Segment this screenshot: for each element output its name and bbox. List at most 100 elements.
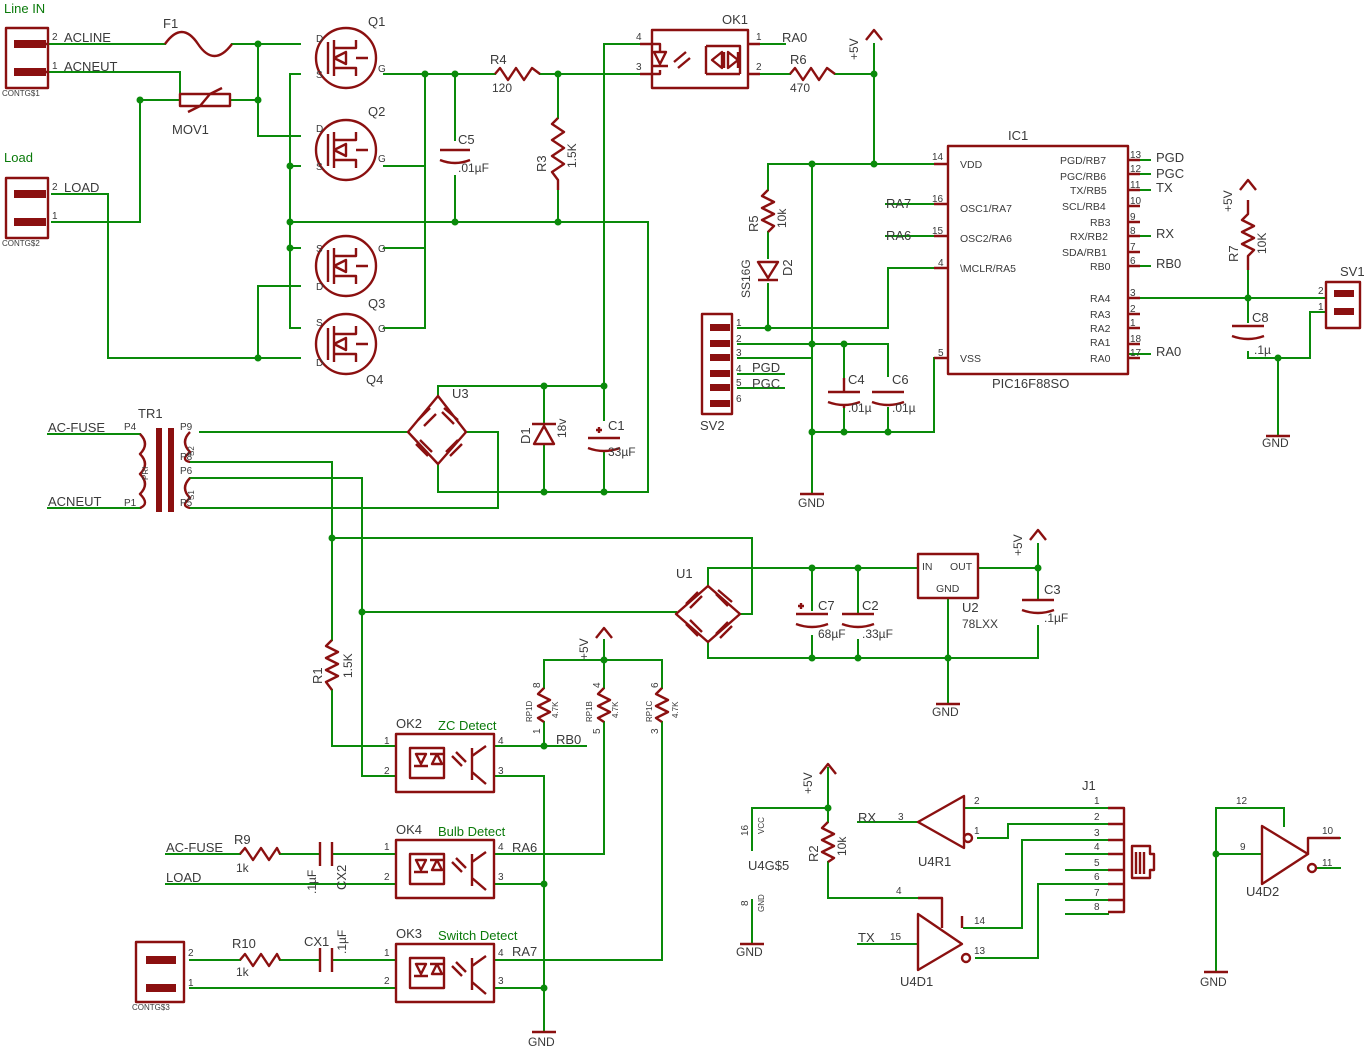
header-sv2: 1 2 3 4 5 6 SV2 (700, 312, 742, 433)
svg-text:1: 1 (384, 736, 390, 747)
diode-d2: SS16G D2 (739, 259, 795, 298)
svg-text:8: 8 (532, 682, 543, 688)
gnd-c8: GND (1262, 434, 1290, 450)
connector-j1: J1 1 2 3 4 5 6 7 8 (1082, 778, 1156, 914)
svg-text:G: G (378, 154, 386, 165)
svg-text:1: 1 (52, 211, 58, 222)
svg-text:RA1: RA1 (1090, 337, 1111, 349)
svg-text:ZC Detect: ZC Detect (438, 718, 497, 733)
svg-text:2: 2 (1318, 286, 1324, 297)
net-tx-u4: TX (858, 930, 875, 945)
net-ra0: RA0 (782, 30, 807, 45)
connector-line-in: Line IN CONTG$1 2 1 (2, 1, 58, 98)
svg-text:.1µF: .1µF (335, 930, 349, 954)
connector-cont3: CONTG$3 2 1 (132, 940, 194, 1012)
svg-text:SV1: SV1 (1340, 264, 1365, 279)
svg-text:RP1D: RP1D (525, 700, 534, 722)
optocoupler-ok2: OK2 ZC Detect 1 2 4 3 (384, 716, 504, 794)
svg-text:RP1C: RP1C (645, 700, 654, 722)
svg-text:CX1: CX1 (304, 934, 329, 949)
svg-text:4: 4 (938, 258, 944, 269)
gnd-u4d2: GND (1200, 970, 1228, 989)
svg-text:1: 1 (756, 32, 762, 43)
resistor-r3: R3 1.5K (534, 117, 579, 190)
regulator-u2: IN OUT GND U2 78LXX (916, 552, 998, 631)
svg-text:16: 16 (932, 194, 944, 205)
capacitor-cx2: .1µF CX2 (305, 842, 349, 894)
svg-text:S: S (316, 70, 323, 81)
svg-text:4: 4 (498, 948, 504, 959)
net-ra0-ic: RA0 (1156, 344, 1181, 359)
gnd-sv2: GND (798, 492, 825, 510)
svg-text:14: 14 (974, 916, 986, 927)
mosfet-q3: SDG Q3 (314, 234, 386, 311)
svg-text:6: 6 (736, 394, 742, 405)
svg-text:2: 2 (384, 976, 390, 987)
svg-text:RB3: RB3 (1090, 217, 1111, 229)
resistor-r2: R2 10k (806, 821, 849, 863)
svg-text:2: 2 (384, 766, 390, 777)
svg-text:1.5K: 1.5K (565, 143, 579, 168)
optocoupler-ok3: OK3 Switch Detect 1 2 4 3 (384, 926, 518, 1004)
svg-text:C7: C7 (818, 598, 835, 613)
svg-text:OSC1/RA7: OSC1/RA7 (960, 203, 1012, 215)
svg-text:2: 2 (1094, 812, 1100, 823)
svg-text:D1: D1 (518, 427, 533, 444)
svg-text:U1: U1 (676, 566, 693, 581)
svg-text:+5V: +5V (1221, 190, 1235, 212)
svg-text:.01µF: .01µF (458, 161, 489, 175)
svg-text:6: 6 (650, 682, 661, 688)
net-acline: ACLINE (64, 30, 111, 45)
svg-text:3: 3 (636, 62, 642, 73)
microcontroller-ic1: IC1 PIC16F88SO 14 VDD 16 OSC1/RA7 15 OSC… (932, 128, 1142, 391)
svg-text:GND: GND (798, 496, 825, 510)
svg-text:17: 17 (1130, 348, 1142, 359)
capacitor-c2: C2 .33µF (841, 598, 893, 641)
resistor-r10: R10 1k (232, 936, 282, 979)
svg-text:P9: P9 (180, 422, 193, 433)
svg-text:4: 4 (592, 682, 603, 688)
svg-text:15: 15 (890, 932, 902, 943)
svg-text:.01µ: .01µ (892, 401, 916, 415)
svg-text:3: 3 (498, 872, 504, 883)
svg-text:5: 5 (592, 728, 603, 734)
svg-text:RA4: RA4 (1090, 293, 1111, 305)
svg-text:Q4: Q4 (366, 372, 383, 387)
wires (47, 43, 1341, 1033)
svg-text:1: 1 (188, 978, 194, 989)
svg-text:D2: D2 (780, 259, 795, 276)
svg-text:2: 2 (52, 182, 58, 193)
resistor-r4: R4 120 (490, 52, 541, 95)
mosfet-q2: DSG Q2 (314, 104, 386, 182)
svg-text:Q3: Q3 (368, 296, 385, 311)
svg-text:33µF: 33µF (608, 445, 636, 459)
svg-text:C5: C5 (458, 132, 475, 147)
svg-text:F1: F1 (163, 16, 178, 31)
svg-text:1: 1 (1318, 302, 1324, 313)
svg-text:8: 8 (740, 900, 751, 906)
svg-text:S2: S2 (187, 446, 196, 456)
buffer-u4d2: 12 9 10 11 U4D2 (1236, 796, 1340, 899)
svg-text:7: 7 (1130, 242, 1136, 253)
net-pgd-sv2: PGD (752, 360, 780, 375)
svg-text:470: 470 (790, 81, 810, 95)
svg-text:TX/RB5: TX/RB5 (1070, 185, 1107, 197)
supply-5v-rs232: +5V (801, 762, 837, 794)
svg-text:R7: R7 (1226, 245, 1241, 262)
svg-text:R10: R10 (232, 936, 256, 951)
svg-text:RX/RB2: RX/RB2 (1070, 231, 1108, 243)
svg-text:MOV1: MOV1 (172, 122, 209, 137)
svg-text:U4R1: U4R1 (918, 854, 951, 869)
svg-text:10k: 10k (775, 208, 789, 228)
capacitor-c6: C6 .01µ (871, 372, 916, 415)
svg-text:5: 5 (938, 348, 944, 359)
svg-text:12: 12 (1130, 164, 1142, 175)
net-acneut-tr: ACNEUT (48, 494, 102, 509)
svg-text:Switch Detect: Switch Detect (438, 928, 518, 943)
svg-text:S: S (316, 318, 323, 329)
svg-text:1: 1 (532, 728, 543, 734)
svg-text:3: 3 (498, 976, 504, 987)
svg-text:4.7K: 4.7K (671, 701, 680, 718)
net-ra6-ic: RA6 (886, 228, 911, 243)
svg-text:15: 15 (932, 226, 944, 237)
